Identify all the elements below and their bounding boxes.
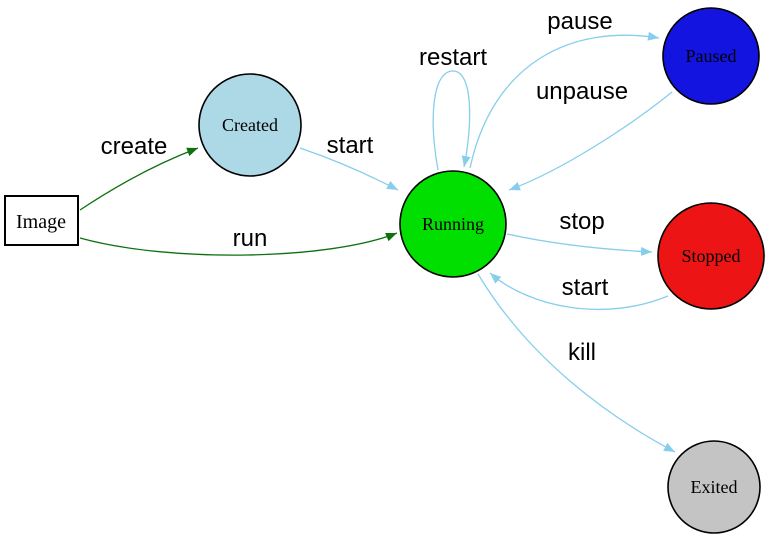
image-node-box	[4, 195, 79, 246]
edge-label-start-created: start	[327, 132, 374, 159]
edge-label-kill: kill	[568, 339, 596, 366]
paused-node-label: Paused	[686, 46, 737, 66]
edge-kill	[477, 273, 676, 453]
edge-run	[79, 232, 398, 256]
stopped-node-label: Stopped	[681, 246, 740, 266]
stopped-node-circle	[657, 202, 765, 310]
edge-label-pause: pause	[547, 8, 612, 35]
node-stopped: Stopped	[657, 202, 765, 310]
edge-create	[79, 147, 199, 211]
edge-label-create: create	[101, 133, 168, 160]
edge-pause	[469, 31, 660, 169]
edge-stop	[506, 233, 653, 256]
image-node-label: Image	[16, 211, 66, 233]
exited-node-circle	[667, 440, 761, 534]
exited-node-label: Exited	[691, 477, 738, 497]
edge-restart-self-loop	[432, 70, 471, 171]
node-image: Image	[4, 195, 79, 246]
edge-label-start-stopped: start	[562, 274, 609, 301]
created-node-label: Created	[222, 115, 278, 135]
edge-label-restart: restart	[419, 44, 487, 71]
running-node-circle	[399, 170, 507, 278]
running-node-label: Running	[422, 214, 484, 234]
edge-label-run: run	[233, 225, 268, 252]
edge-label-unpause: unpause	[536, 78, 628, 105]
edge-label-stop: stop	[559, 208, 604, 235]
node-running: Running	[399, 170, 507, 278]
node-exited: Exited	[667, 440, 761, 534]
edge-start-created-running	[299, 147, 399, 191]
edge-unpause	[508, 91, 673, 191]
node-created: Created	[198, 73, 302, 177]
paused-node-circle	[662, 7, 760, 105]
node-paused: Paused	[662, 7, 760, 105]
edge-start-stopped-running	[489, 272, 669, 311]
created-node-circle	[198, 73, 302, 177]
